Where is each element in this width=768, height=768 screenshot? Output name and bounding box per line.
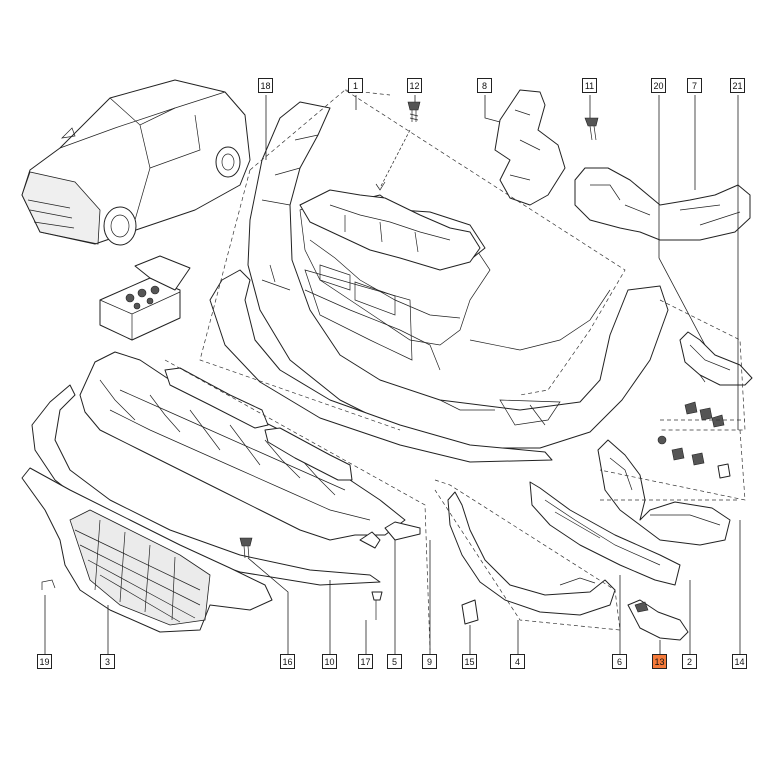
clips-21 [684,401,725,428]
callout-8[interactable]: 8 [477,78,492,93]
callout-9[interactable]: 9 [422,654,437,669]
lower-grille [21,467,273,633]
vehicle-illustration [21,79,251,246]
callout-leaders [44,95,741,654]
callout-21[interactable]: 21 [730,78,745,93]
clip-kit-box [99,255,191,341]
undertray-9 [79,351,406,541]
bracket-8 [494,89,566,206]
lower-trim-10 [359,521,421,549]
callout-5[interactable]: 5 [387,654,402,669]
fog-lamp-bracket [679,331,753,386]
callout-10[interactable]: 10 [322,654,337,669]
callout-4[interactable]: 4 [510,654,525,669]
callout-6[interactable]: 6 [612,654,627,669]
callout-16[interactable]: 16 [280,654,295,669]
clip-19 [41,579,56,590]
clip-15 [461,599,479,625]
sensor-bracket-13 [627,599,689,641]
callout-1[interactable]: 1 [348,78,363,93]
upper-absorber-bracket [299,189,481,271]
callout-19[interactable]: 19 [37,654,52,669]
fog-lamp-surround [447,491,616,616]
callout-11[interactable]: 11 [582,78,597,93]
callout-20[interactable]: 20 [651,78,666,93]
callout-7[interactable]: 7 [687,78,702,93]
screw-11 [584,117,599,141]
callout-15[interactable]: 15 [462,654,477,669]
bracket-7 [574,167,751,241]
screw-17 [371,591,383,620]
callout-13-highlighted[interactable]: 13 [652,654,667,669]
license-plate-mount [529,481,681,586]
callout-12[interactable]: 12 [407,78,422,93]
corner-bracket-2 [597,439,731,546]
callout-18[interactable]: 18 [258,78,273,93]
air-deflector-5 [164,367,353,481]
callout-14[interactable]: 14 [732,654,747,669]
callout-17[interactable]: 17 [358,654,373,669]
bolt-16 [239,537,253,559]
clips-14 [657,435,731,479]
callout-2[interactable]: 2 [682,654,697,669]
bolt-12 [375,101,421,191]
callout-3[interactable]: 3 [100,654,115,669]
